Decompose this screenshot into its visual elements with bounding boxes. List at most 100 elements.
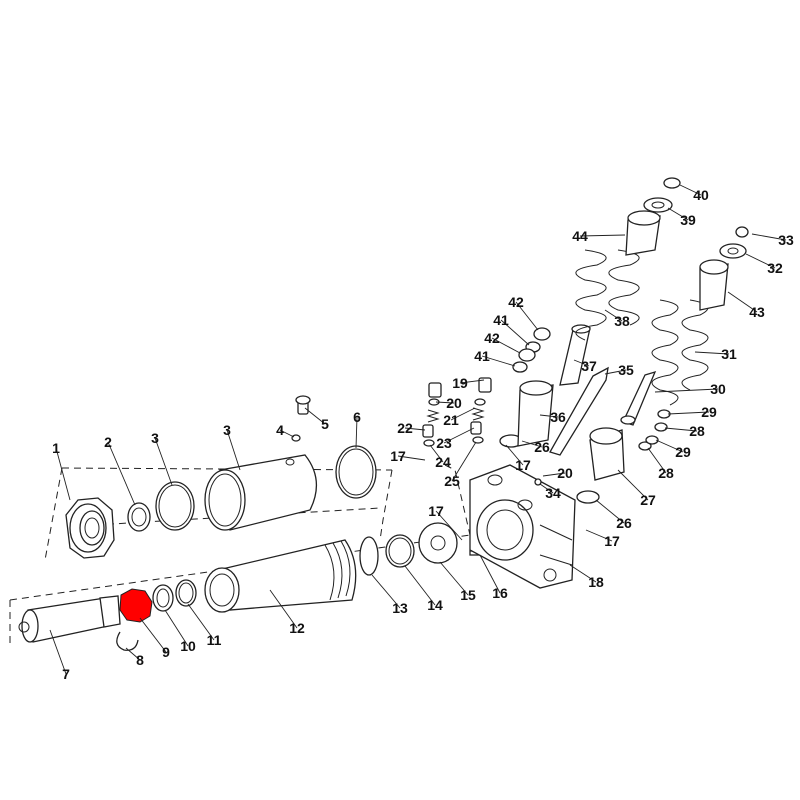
part-32-washer[interactable] bbox=[719, 243, 747, 259]
callout-22: 22 bbox=[397, 420, 413, 436]
leader-line-43 bbox=[727, 291, 758, 313]
callout-35: 35 bbox=[618, 362, 634, 378]
callout-38: 38 bbox=[614, 313, 630, 329]
part-13-ring[interactable] bbox=[359, 536, 379, 576]
leader-line-41 bbox=[481, 355, 516, 367]
leader-line-3 bbox=[226, 429, 241, 471]
leader-line-21 bbox=[450, 407, 476, 421]
part-18-pump-base[interactable] bbox=[469, 464, 576, 589]
callout-23: 23 bbox=[436, 435, 452, 451]
leader-line-11 bbox=[187, 603, 215, 641]
part-5-small-seal[interactable] bbox=[291, 434, 301, 442]
callout-13: 13 bbox=[392, 600, 408, 616]
leader-line-40 bbox=[679, 184, 702, 196]
leader-line-13 bbox=[371, 574, 401, 609]
part-40-clip[interactable] bbox=[663, 177, 681, 189]
leader-line-22 bbox=[404, 427, 426, 431]
leader-line-36 bbox=[539, 414, 559, 418]
part-3-ring-left[interactable] bbox=[155, 481, 195, 531]
part-31-spring[interactable] bbox=[651, 299, 709, 406]
leader-line-5 bbox=[304, 407, 326, 425]
part-1-gland-nut[interactable] bbox=[65, 497, 115, 559]
part-7-ram-rod[interactable] bbox=[18, 595, 121, 643]
part-14-ring[interactable] bbox=[385, 534, 415, 568]
leader-line-20 bbox=[542, 472, 566, 477]
part-34-pin[interactable] bbox=[534, 478, 542, 486]
leader-line-42 bbox=[515, 301, 539, 331]
callout-15: 15 bbox=[460, 587, 476, 603]
part-30-plunger[interactable] bbox=[620, 370, 657, 426]
callout-26: 26 bbox=[534, 439, 550, 455]
leader-line-15 bbox=[439, 561, 469, 596]
leader-line-42 bbox=[491, 337, 521, 354]
leader-line-34 bbox=[539, 483, 554, 494]
callout-17: 17 bbox=[515, 457, 531, 473]
callout-43: 43 bbox=[749, 304, 765, 320]
part-38-spring[interactable] bbox=[575, 249, 640, 341]
callout-16: 16 bbox=[492, 585, 508, 601]
leader-line-3 bbox=[154, 437, 173, 486]
callout-3: 3 bbox=[151, 430, 159, 446]
callout-9: 9 bbox=[162, 644, 170, 660]
callout-6: 6 bbox=[353, 409, 361, 425]
part-4-reservoir-tube[interactable] bbox=[204, 454, 317, 531]
part-35-rod[interactable] bbox=[549, 366, 609, 456]
part-2-o-ring[interactable] bbox=[127, 502, 151, 532]
part-10-ring[interactable] bbox=[152, 584, 174, 612]
part-19-valve-screw[interactable] bbox=[428, 377, 492, 398]
callout-29: 29 bbox=[701, 404, 717, 420]
part-27-pump-cylinder[interactable] bbox=[589, 427, 625, 481]
part-6-breather-screw[interactable] bbox=[295, 395, 311, 415]
part-29-seal[interactable] bbox=[645, 409, 671, 445]
callout-42: 42 bbox=[484, 330, 500, 346]
leader-line-17 bbox=[585, 529, 613, 542]
callout-2: 2 bbox=[104, 434, 112, 450]
part-36-pump-barrel[interactable] bbox=[517, 380, 554, 447]
part-42-seal[interactable] bbox=[518, 327, 551, 362]
part-12-cylinder[interactable] bbox=[204, 539, 357, 613]
leader-line-26 bbox=[521, 440, 543, 448]
part-15-washer[interactable] bbox=[418, 522, 458, 564]
callout-4: 4 bbox=[276, 422, 284, 438]
leader-line-28 bbox=[664, 427, 698, 432]
callout-28: 28 bbox=[658, 465, 674, 481]
part-11-ring[interactable] bbox=[175, 579, 197, 607]
part-39-washer[interactable] bbox=[643, 197, 673, 213]
leader-line-30 bbox=[654, 388, 719, 393]
part-44-sleeve[interactable] bbox=[625, 210, 661, 256]
part-25-seal[interactable] bbox=[472, 436, 484, 444]
leader-line-38 bbox=[604, 309, 623, 322]
callout-36: 36 bbox=[550, 409, 566, 425]
callout-31: 31 bbox=[721, 346, 737, 362]
part-22-ball[interactable] bbox=[422, 424, 434, 438]
leader-line-23 bbox=[443, 427, 475, 444]
leader-line-7 bbox=[49, 629, 67, 675]
callout-39: 39 bbox=[680, 212, 696, 228]
callout-25: 25 bbox=[444, 473, 460, 489]
part-23-ball[interactable] bbox=[470, 421, 482, 435]
callout-44: 44 bbox=[572, 228, 588, 244]
callout-30: 30 bbox=[710, 381, 726, 397]
callout-12: 12 bbox=[289, 620, 305, 636]
callout-37: 37 bbox=[581, 358, 597, 374]
callout-29: 29 bbox=[675, 444, 691, 460]
part-3-ring-right[interactable] bbox=[335, 445, 377, 499]
callout-10: 10 bbox=[180, 638, 196, 654]
leader-line-32 bbox=[745, 253, 776, 269]
leader-line-16 bbox=[479, 554, 501, 594]
leader-line-44 bbox=[579, 234, 626, 237]
part-43-sleeve[interactable] bbox=[699, 259, 729, 311]
part-26-washer[interactable] bbox=[499, 434, 600, 504]
leader-line-1 bbox=[55, 447, 71, 501]
part-21-spring[interactable] bbox=[426, 407, 485, 423]
callout-14: 14 bbox=[427, 597, 443, 613]
leader-line-10 bbox=[164, 609, 189, 647]
leader-line-26 bbox=[595, 499, 625, 524]
leader-line-14 bbox=[404, 565, 436, 606]
part-24-seal[interactable] bbox=[423, 439, 435, 447]
leader-line-2 bbox=[107, 441, 136, 506]
part-33-clip[interactable] bbox=[735, 226, 749, 238]
part-8-snap-ring[interactable] bbox=[116, 631, 139, 651]
part-9-piston-highlighted[interactable] bbox=[119, 588, 153, 623]
part-37-plunger[interactable] bbox=[559, 324, 591, 386]
